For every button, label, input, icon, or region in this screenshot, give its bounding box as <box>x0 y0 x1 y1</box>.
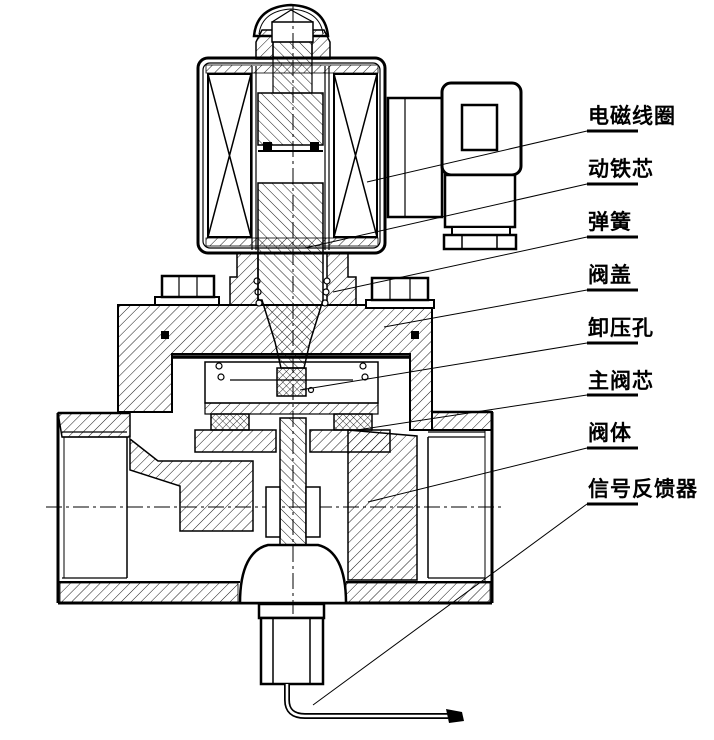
top-plug <box>252 3 331 94</box>
leader-main-valve-core <box>356 394 588 431</box>
underline-spring <box>587 235 638 239</box>
o-ring-left <box>161 331 169 339</box>
body-bottom-wall-right <box>345 582 491 603</box>
stem-guide-left <box>265 486 281 538</box>
armature-seal-left <box>263 142 272 151</box>
connector-base <box>443 173 517 229</box>
leader-relief-hole <box>299 342 588 391</box>
body-left-seat-block <box>129 437 254 532</box>
body-bottom-wall-left <box>59 582 239 603</box>
leader-signal-feedback <box>312 503 588 706</box>
leader-armature <box>304 183 588 249</box>
gland-nut <box>442 233 518 251</box>
plug-collar-left <box>255 29 274 60</box>
seat-land-right <box>309 429 391 453</box>
body-right-seat-block <box>347 429 418 581</box>
label-bonnet: 阀盖 <box>588 263 632 287</box>
seat-seal-left <box>210 413 250 431</box>
body-top-left-flange <box>57 412 131 438</box>
right-port <box>427 430 486 582</box>
armature <box>257 92 324 397</box>
signal-feedback-device <box>257 602 464 723</box>
underline-solenoid-coil <box>587 129 638 133</box>
label-spring: 弹簧 <box>588 210 632 234</box>
bonnet-bolt-left <box>154 274 220 306</box>
underline-main-valve-core <box>587 393 638 397</box>
underline-bonnet <box>587 288 638 292</box>
leader-lines <box>299 130 588 706</box>
cable-tip <box>446 709 464 723</box>
pilot-seal <box>276 367 307 397</box>
solenoid-coil <box>196 56 387 255</box>
leader-solenoid-coil <box>366 130 588 183</box>
leader-valve-body <box>367 447 588 503</box>
label-relief-hole: 卸压孔 <box>588 316 654 340</box>
feedback-hex-flats <box>272 618 311 684</box>
feedback-flange <box>257 602 326 620</box>
diaphragm-spring-coil <box>361 373 369 381</box>
labels: 电磁线圈 动铁芯 弹簧 阀盖 卸压孔 主阀芯 阀体 信号反馈器 <box>587 104 698 506</box>
o-ring-right <box>411 331 419 339</box>
leader-bonnet <box>383 289 588 328</box>
seat-seal-right <box>333 413 373 431</box>
feedback-hex-body <box>259 616 325 686</box>
leader-spring <box>332 236 588 293</box>
label-signal-feedback: 信号反馈器 <box>588 477 698 501</box>
plug-dome-inner <box>258 8 324 35</box>
bonnet-slab <box>117 304 433 431</box>
plug-nut-chamfer <box>271 9 314 23</box>
valve-body <box>46 410 502 605</box>
armature-seal-right <box>310 142 319 151</box>
diaphragm-spring-coil <box>359 362 367 370</box>
label-valve-body: 阀体 <box>588 421 632 445</box>
label-solenoid-coil: 电磁线圈 <box>588 104 676 128</box>
left-port <box>62 431 128 579</box>
armature-upper <box>257 92 324 146</box>
feedback-cable-core <box>285 684 448 718</box>
gland-nut-flats <box>461 235 498 249</box>
disc-holder <box>204 402 379 415</box>
bonnet <box>117 252 435 431</box>
gland-left <box>229 252 259 306</box>
body-top-right-flange <box>431 411 493 431</box>
main-valve-core <box>194 361 391 453</box>
gland-right <box>326 252 357 306</box>
feedback-cable <box>284 684 448 719</box>
seat-land-left <box>194 429 277 453</box>
label-main-valve-core: 主阀芯 <box>588 369 654 393</box>
coil-winding-right <box>333 73 378 238</box>
label-armature: 动铁芯 <box>588 157 654 181</box>
coil-winding-left <box>207 73 252 238</box>
stem-guide-right <box>305 486 321 538</box>
underline-relief-hole <box>587 341 638 345</box>
underline-armature <box>587 182 638 186</box>
electrical-connector <box>386 81 523 251</box>
connector-neck <box>386 96 444 219</box>
connector-window <box>460 103 499 152</box>
underline-valve-body <box>587 446 638 450</box>
diaphragm-spring-coil <box>217 373 225 381</box>
underline-signal-feedback <box>587 502 638 506</box>
guide-tube <box>251 66 330 250</box>
diaphragm-spring-coil <box>215 362 223 370</box>
